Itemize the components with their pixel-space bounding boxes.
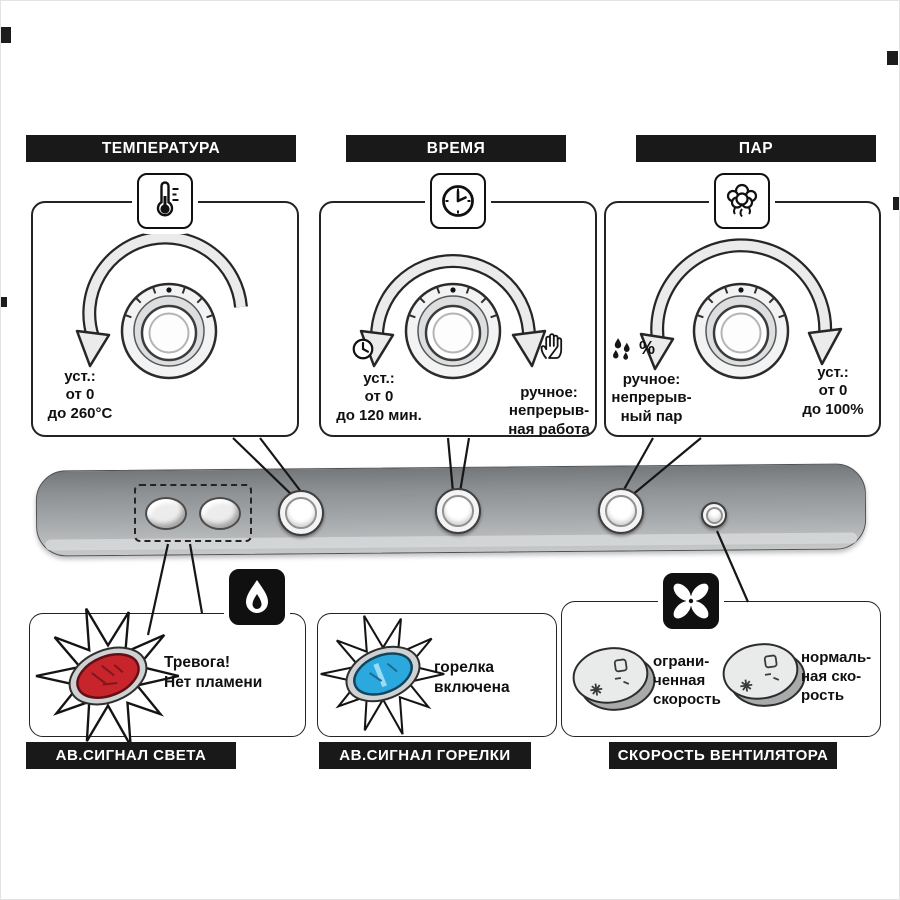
- fan-speed-title-bar: СКОРОСТЬ ВЕНТИЛЯТОРА: [609, 742, 837, 769]
- light-alarm-title-bar: АВ.СИГНАЛ СВЕТА: [26, 742, 236, 769]
- hand-icon: [540, 333, 563, 359]
- flame-icon: [229, 569, 285, 625]
- burner-signal-lamp: [199, 496, 241, 530]
- clock-icon: [430, 173, 486, 229]
- temperature-set-note: уст.: от 0 до 260°C: [47, 368, 113, 422]
- burner-alarm-title-bar: АВ.СИГНАЛ ГОРЕЛКИ: [319, 742, 531, 769]
- time-knob[interactable]: [435, 488, 481, 534]
- normal-speed-label: нормаль- ная ско- рость: [801, 649, 872, 705]
- signal-lamps-group: [134, 484, 252, 542]
- temperature-knob-illustration: [120, 282, 218, 380]
- fan-speed-button-cap: [705, 506, 723, 524]
- steam-knob-arrows: [639, 238, 843, 371]
- scan-artifact: [1, 27, 11, 43]
- scan-artifact: [1, 297, 7, 307]
- burner-alarm-message: горелка включена: [434, 659, 510, 696]
- temperature-title-bar: ТЕМПЕРАТУРА: [26, 135, 296, 162]
- scan-artifact: [893, 197, 899, 210]
- normal-speed-button[interactable]: [707, 627, 821, 723]
- limited-speed-label: ограни- ченная скорость: [653, 653, 721, 709]
- fan-icon: [663, 573, 719, 629]
- flame-alarm-lamp: [145, 496, 187, 530]
- temperature-knob[interactable]: [278, 490, 324, 536]
- steam-knob-cap: [605, 495, 637, 527]
- flame-alarm-starburst: [35, 608, 180, 747]
- steam-puff-icon: [714, 173, 770, 229]
- limited-speed-button[interactable]: [557, 631, 671, 727]
- steam-manual-percent: %: [639, 338, 656, 358]
- temperature-knob-cap: [285, 497, 317, 529]
- droplets-icon: [613, 338, 630, 360]
- fan-speed-button[interactable]: [701, 502, 727, 528]
- time-knob-cap: [442, 495, 474, 527]
- steam-title-bar: ПАР: [636, 135, 876, 162]
- steam-knob[interactable]: [598, 488, 644, 534]
- time-set-note: уст.: от 0 до 120 мин.: [336, 370, 422, 424]
- light-alarm-message: Тревога! Нет пламени: [164, 654, 263, 691]
- steam-manual-note: ручное: непрерыв- ный пар: [611, 371, 692, 425]
- time-manual-note: ручное: непрерыв- ная работа: [508, 384, 590, 438]
- scan-artifact: [887, 51, 898, 65]
- steam-set-note: уст.: от 0 до 100%: [802, 364, 864, 418]
- clock-small-icon: [352, 338, 374, 360]
- thermometer-icon: [137, 173, 193, 229]
- burner-on-starburst: [320, 615, 445, 735]
- temperature-knob-arrow: [75, 230, 248, 368]
- steam-knob-illustration: [692, 282, 790, 380]
- time-title-bar: ВРЕМЯ: [346, 135, 566, 162]
- time-knob-illustration: [404, 282, 502, 380]
